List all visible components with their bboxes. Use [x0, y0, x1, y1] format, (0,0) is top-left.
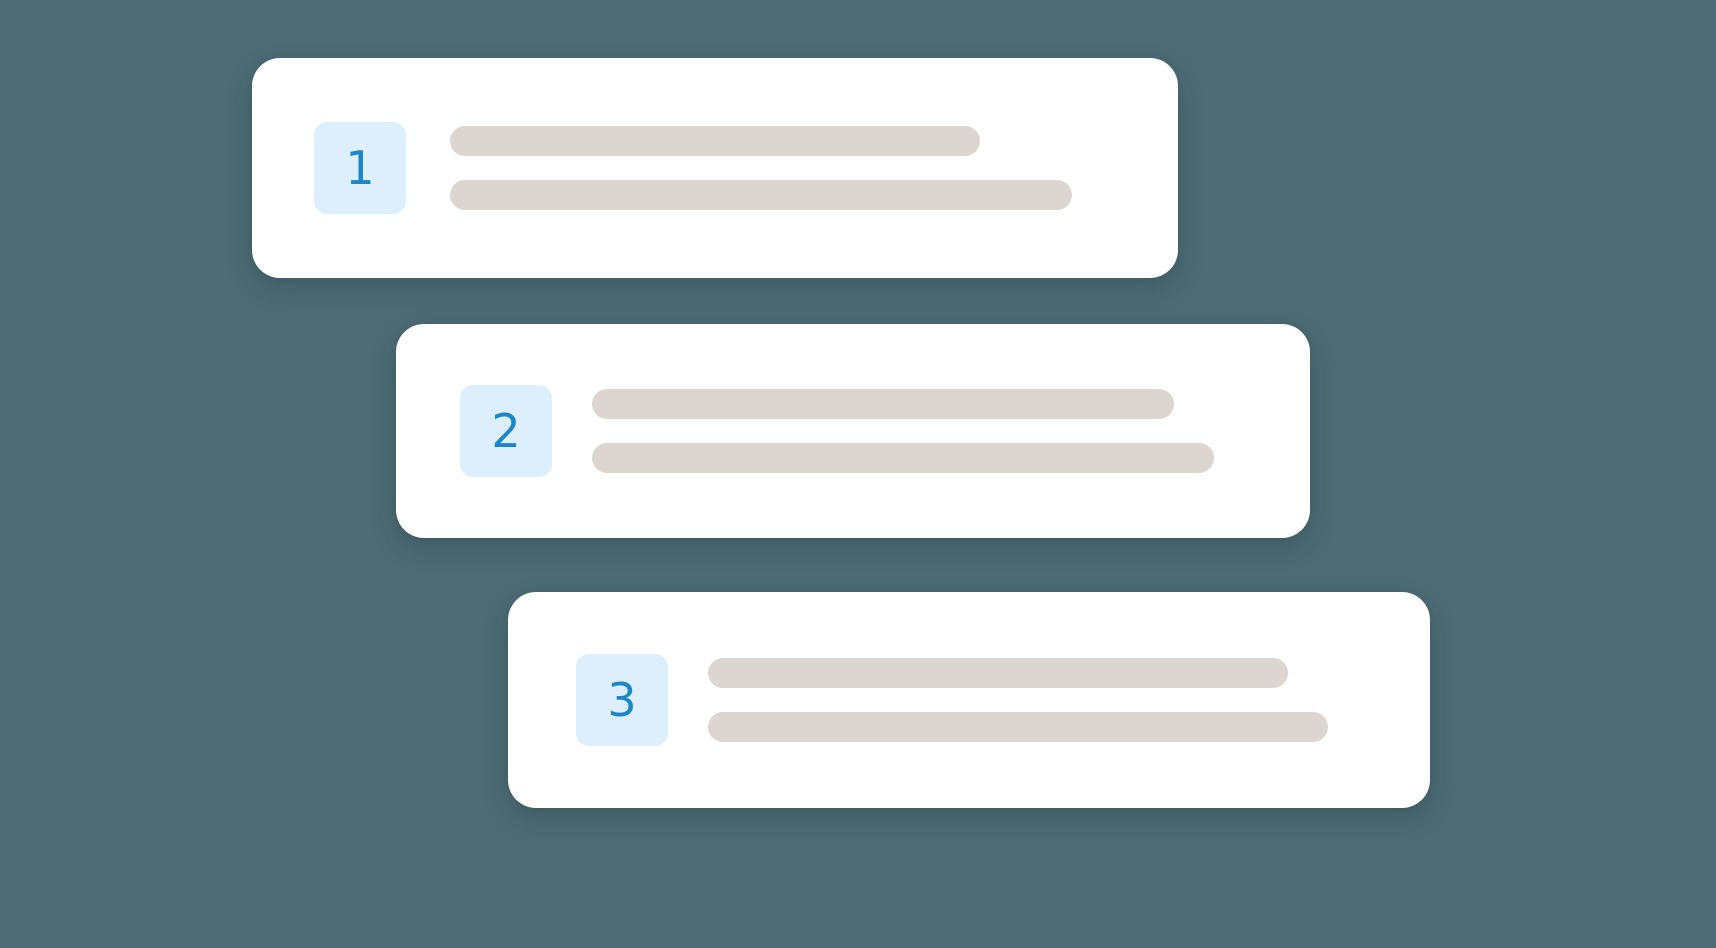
placeholder-bar-1a: [450, 126, 980, 156]
step-text-placeholder-group-3: [708, 658, 1430, 742]
step-number-label-3: 3: [607, 673, 637, 727]
step-text-placeholder-group-2: [592, 389, 1310, 473]
step-card-3[interactable]: 3: [508, 592, 1430, 808]
step-card-2-content: 2: [396, 324, 1310, 538]
step-card-3-content: 3: [508, 592, 1430, 808]
step-number-label-1: 1: [345, 141, 375, 195]
placeholder-bar-2b: [592, 443, 1214, 473]
step-card-1[interactable]: 1: [252, 58, 1178, 278]
step-card-2[interactable]: 2: [396, 324, 1310, 538]
placeholder-bar-1b: [450, 180, 1072, 210]
step-card-1-content: 1: [252, 58, 1178, 278]
placeholder-bar-2a: [592, 389, 1174, 419]
step-number-badge-3: 3: [576, 654, 668, 746]
step-number-badge-2: 2: [460, 385, 552, 477]
step-number-badge-1: 1: [314, 122, 406, 214]
placeholder-bar-3a: [708, 658, 1288, 688]
placeholder-bar-3b: [708, 712, 1328, 742]
step-number-label-2: 2: [491, 404, 521, 458]
step-text-placeholder-group-1: [450, 126, 1178, 210]
